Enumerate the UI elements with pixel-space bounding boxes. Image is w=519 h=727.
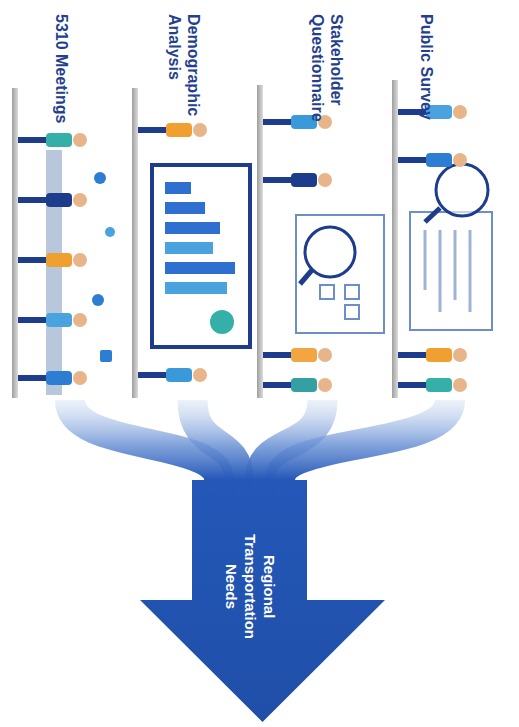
floor-platform <box>12 88 18 398</box>
arrow-body <box>140 480 385 722</box>
document-line <box>454 230 457 300</box>
person-figure <box>138 368 207 382</box>
chart-bar <box>165 282 227 294</box>
magnifier-glass <box>436 164 488 216</box>
flow-swoosh <box>193 400 239 480</box>
person-figure <box>18 313 87 327</box>
meeting-table <box>46 150 62 395</box>
chat-icon <box>100 350 112 362</box>
source-column: Public Survey <box>390 8 510 400</box>
person-figure <box>18 133 87 147</box>
person-figure <box>398 348 467 362</box>
person-figure <box>398 153 467 167</box>
source-label: 5310 Meetings <box>52 14 71 154</box>
questionnaire-board <box>296 215 384 333</box>
person-figure <box>18 193 87 207</box>
chat-icon <box>105 227 115 237</box>
source-label: Stakeholder Questionnaire <box>308 14 346 154</box>
output-arrow: Regional Transportation Needs <box>140 480 385 725</box>
floor-platform <box>392 80 398 398</box>
document-line <box>439 230 442 312</box>
flow-swoosh <box>280 400 450 480</box>
magnifier-handle <box>425 208 440 222</box>
floor-platform <box>257 85 263 398</box>
person-figure <box>18 371 87 385</box>
flow-swoosh <box>70 400 219 480</box>
source-column: Stakeholder Questionnaire <box>255 8 390 400</box>
person-figure <box>18 253 87 267</box>
checkbox <box>345 305 359 319</box>
person-figure <box>398 378 467 392</box>
source-column: Demographic Analysis <box>130 8 255 400</box>
arrow-text-area: Regional Transportation Needs <box>192 494 307 679</box>
chat-icon <box>92 294 104 306</box>
chart-screen <box>152 165 250 347</box>
chart-bar <box>165 202 205 214</box>
person-figure <box>263 173 332 187</box>
chart-bar <box>165 262 235 274</box>
chart-bar <box>165 222 220 234</box>
pie-chart <box>210 310 234 334</box>
person-figure <box>138 123 207 137</box>
source-label: Public Survey <box>417 14 436 154</box>
chart-bar <box>165 182 191 194</box>
chat-icon <box>94 172 106 184</box>
checkbox <box>320 285 334 299</box>
checkbox <box>345 285 359 299</box>
floor-platform <box>132 88 138 398</box>
source-column: 5310 Meetings <box>10 8 130 400</box>
person-figure <box>263 378 332 392</box>
arrow-label: Regional Transportation Needs <box>221 522 277 652</box>
source-label: Demographic Analysis <box>165 14 203 154</box>
flow-swoosh <box>260 400 323 480</box>
chart-bar <box>165 242 213 254</box>
document-line <box>469 230 472 312</box>
survey-document <box>410 212 492 330</box>
person-figure <box>263 348 332 362</box>
magnifier-handle <box>300 270 312 284</box>
magnifier-glass <box>305 227 355 277</box>
document-line <box>424 230 427 290</box>
